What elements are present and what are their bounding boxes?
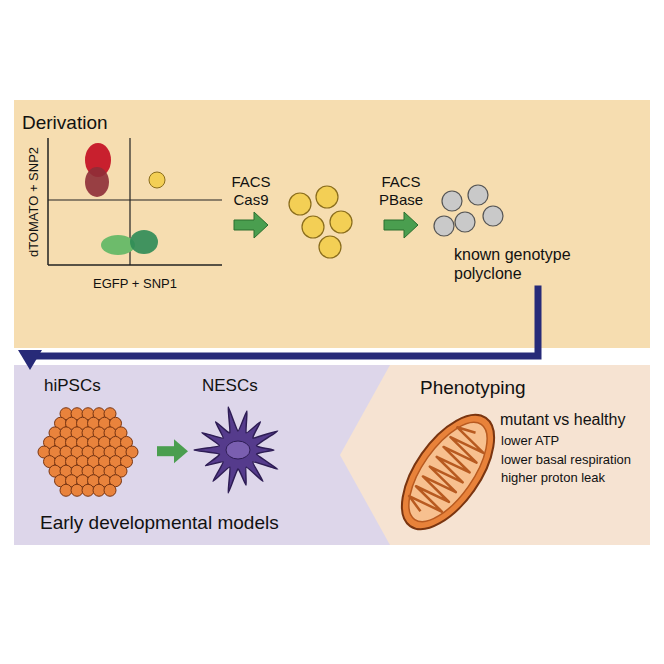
cell xyxy=(483,206,503,226)
cell-population xyxy=(101,235,135,255)
node-heading: Phenotyping xyxy=(420,377,526,400)
chevron-fill xyxy=(340,365,650,545)
nucleus xyxy=(226,441,250,459)
cell xyxy=(289,193,311,215)
cell xyxy=(330,211,352,233)
cell xyxy=(468,185,488,205)
step-label: FACS xyxy=(231,173,270,191)
axis-label: dTOMATO + SNP2 xyxy=(26,147,42,257)
cell xyxy=(302,216,324,238)
cell xyxy=(60,484,72,496)
node-text: higher proton leak xyxy=(501,470,605,486)
cell-population xyxy=(130,230,158,254)
node-heading: NESCs xyxy=(202,376,258,396)
cell-population xyxy=(85,167,109,197)
gate-line xyxy=(48,199,222,200)
cell xyxy=(316,186,338,208)
node-heading: known genotype polyclone xyxy=(454,245,584,283)
cell xyxy=(434,216,454,236)
node-text: mutant vs healthy xyxy=(500,410,625,429)
step-label: FACS xyxy=(381,173,420,191)
node-text: lower basal respiration xyxy=(501,452,631,468)
cell xyxy=(82,484,94,496)
cell xyxy=(71,484,83,496)
step-label: PBase xyxy=(379,191,423,209)
connector-line xyxy=(157,446,175,456)
axis-label: EGFP + SNP1 xyxy=(93,276,177,292)
cell xyxy=(442,191,462,211)
y-axis xyxy=(47,138,49,265)
cell xyxy=(455,212,475,232)
phenotyping-panel: Phenotyping mutant vs healthy lower ATP low… xyxy=(340,365,650,545)
cell-population xyxy=(149,172,165,188)
cell xyxy=(93,484,105,496)
cell xyxy=(104,484,116,496)
node-text: lower ATP xyxy=(501,433,559,449)
node-heading: hiPSCs xyxy=(44,376,101,396)
node-heading: Early developmental models xyxy=(40,512,279,535)
x-axis xyxy=(48,264,222,266)
cell xyxy=(319,236,341,258)
step-label: Cas9 xyxy=(233,191,268,209)
node-heading: Derivation xyxy=(22,112,108,135)
